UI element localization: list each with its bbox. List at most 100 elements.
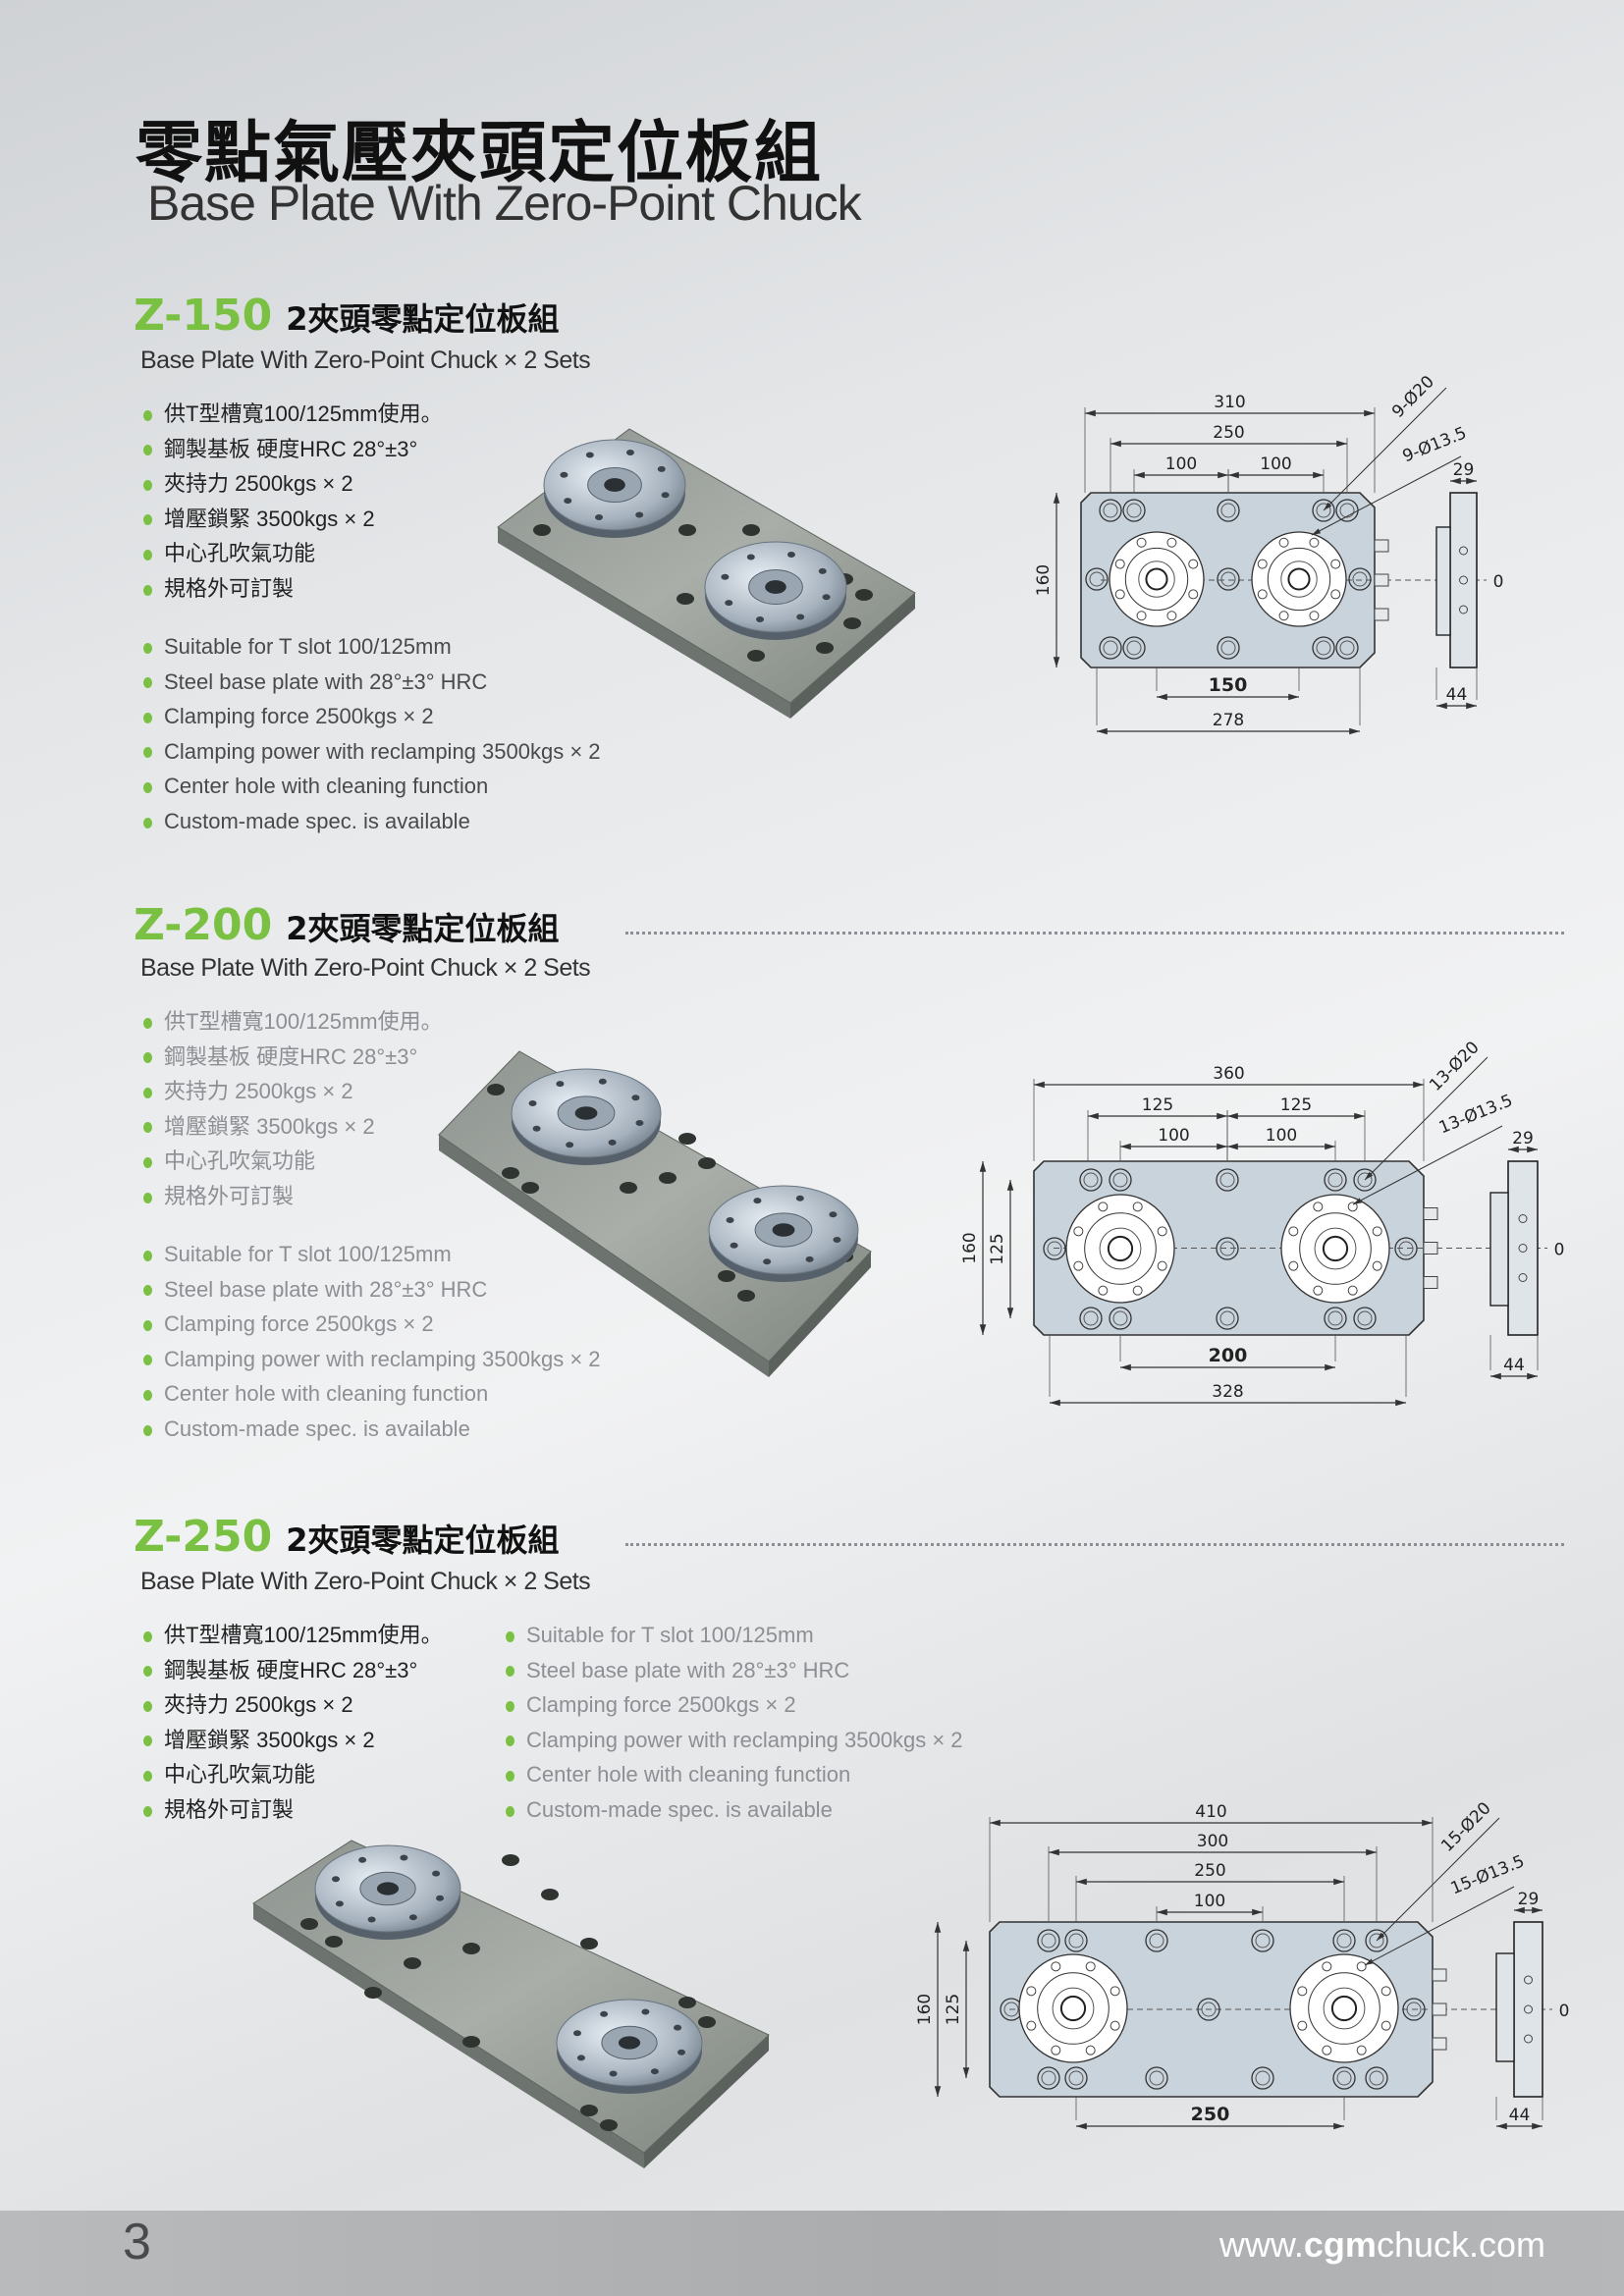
bolt-hole bbox=[816, 642, 834, 654]
bolt-hole-inner bbox=[1220, 571, 1236, 587]
chuck-screw bbox=[1297, 1986, 1308, 1997]
bolt-hole bbox=[1145, 1929, 1168, 1952]
feature-item: Suitable for T slot 100/125mm bbox=[143, 1237, 601, 1272]
leader-line bbox=[1323, 387, 1447, 511]
zero-reference-label: 0 bbox=[1554, 1241, 1565, 1260]
chuck-screw bbox=[805, 1255, 814, 1262]
chuck-screw bbox=[1188, 559, 1199, 569]
feature-item: Custom-made spec. is available bbox=[506, 1792, 963, 1828]
side-view-nut bbox=[1459, 546, 1468, 556]
chuck-ring bbox=[1124, 547, 1189, 612]
plate-side bbox=[253, 1903, 644, 2168]
dimension-label: 29 bbox=[1518, 1890, 1540, 1909]
bolt-hole bbox=[678, 1133, 696, 1145]
bolt-hole bbox=[1079, 1307, 1103, 1330]
website-url[interactable]: www.cgmchuck.com bbox=[1219, 2224, 1545, 2266]
model-code: Z-150 bbox=[134, 291, 273, 341]
bolt-hole-inner bbox=[1089, 571, 1105, 587]
bolt-hole-inner bbox=[1112, 1172, 1128, 1188]
bolt-hole bbox=[1348, 567, 1372, 591]
product-photo bbox=[252, 1840, 770, 2168]
bolt-hole bbox=[1216, 1307, 1239, 1330]
chuck-screw bbox=[1330, 559, 1341, 569]
chuck-screw bbox=[1136, 537, 1147, 548]
chuck-screw bbox=[829, 1211, 838, 1218]
chuck-screw bbox=[532, 1125, 541, 1132]
page-title-zh: 零點氣壓夾頭定位板組 bbox=[135, 115, 824, 192]
bolt-hole bbox=[678, 1997, 696, 2008]
chuck-ring bbox=[1084, 1212, 1157, 1285]
dimension-label: 100 bbox=[1260, 454, 1291, 474]
feature-item: 夾持力 2500kgs × 2 bbox=[143, 1074, 443, 1109]
bolt-hole bbox=[1217, 499, 1240, 522]
features-en: Suitable for T slot 100/125mm Steel base… bbox=[506, 1618, 963, 1828]
chuck-center-hole bbox=[376, 1882, 400, 1896]
bolt-hole bbox=[521, 1182, 539, 1194]
dimension-label: 250 bbox=[1213, 423, 1244, 443]
bolt-hole-inner bbox=[1112, 1310, 1128, 1326]
side-view-nut bbox=[1524, 2034, 1533, 2044]
section-heading: Z-200 2夾頭零點定位板組 bbox=[134, 900, 560, 950]
chuck-screw bbox=[746, 554, 755, 561]
bolt-hole-inner bbox=[1219, 1241, 1235, 1256]
leader-line bbox=[1364, 1886, 1515, 1966]
chuck-screw bbox=[358, 1856, 367, 1863]
product-photo bbox=[497, 428, 916, 719]
chuck-screw bbox=[756, 615, 765, 622]
chuck-screw bbox=[725, 600, 733, 607]
chuck-screw bbox=[1330, 589, 1341, 600]
bolt-hole bbox=[1217, 567, 1240, 591]
chuck-screw bbox=[631, 1095, 640, 1101]
leader-line bbox=[1364, 1056, 1489, 1181]
chuck-center-hole bbox=[618, 2036, 641, 2050]
air-fitting bbox=[1374, 539, 1389, 553]
bolt-hole-inner bbox=[1357, 1310, 1373, 1326]
feature-item: Clamping force 2500kgs × 2 bbox=[506, 1687, 963, 1723]
dimension-label: 278 bbox=[1213, 711, 1244, 730]
side-view-body bbox=[1449, 492, 1478, 668]
chuck-center-hole bbox=[765, 580, 786, 594]
bolt-hole bbox=[1324, 1168, 1347, 1192]
feature-item: Center hole with cleaning function bbox=[143, 769, 601, 804]
section-heading: Z-250 2夾頭零點定位板組 bbox=[134, 1512, 560, 1562]
bolt-hole-inner bbox=[1339, 640, 1355, 656]
chuck-screw bbox=[635, 511, 644, 518]
chuck-screw bbox=[1322, 2045, 1332, 2056]
chuck-screw bbox=[753, 1198, 762, 1204]
bolt-hole bbox=[1312, 499, 1335, 522]
chuck-screw bbox=[1347, 1285, 1358, 1296]
bolt-hole bbox=[855, 589, 873, 601]
bolt-hole bbox=[1365, 2066, 1388, 2090]
chuck-center-hole bbox=[574, 1106, 598, 1120]
plate-side bbox=[769, 1252, 871, 1377]
model-name-zh: 2夾頭零點定位板組 bbox=[286, 910, 560, 947]
plate-side bbox=[439, 1135, 769, 1377]
air-fitting bbox=[1423, 1276, 1438, 1289]
feature-item: Clamping power with reclamping 3500kgs ×… bbox=[143, 1342, 601, 1377]
bolt-hole bbox=[698, 1157, 716, 1169]
chuck-screw bbox=[721, 573, 730, 580]
chuck-screw bbox=[1380, 1986, 1391, 1997]
bolt-hole-inner bbox=[1336, 2070, 1352, 2086]
bolt-hole bbox=[541, 1889, 559, 1900]
bolt-hole bbox=[1251, 2066, 1274, 2090]
chuck-screw bbox=[1110, 2020, 1120, 2031]
section-subtitle: Base Plate With Zero-Point Chuck × 2 Set… bbox=[140, 347, 591, 374]
feature-item: Center hole with cleaning function bbox=[143, 1376, 601, 1412]
hole-callout: 13-Ø13.5 bbox=[1436, 1091, 1516, 1138]
feature-item: Steel base plate with 28°±3° HRC bbox=[506, 1653, 963, 1688]
bolt-hole-inner bbox=[1003, 2002, 1019, 2017]
hole-callout: 9-Ø20 bbox=[1388, 372, 1438, 422]
feature-item: 增壓鎖緊 3500kgs × 2 bbox=[143, 1109, 443, 1145]
feature-item: 規格外可訂製 bbox=[143, 571, 443, 607]
chuck-center-hole bbox=[1330, 1995, 1358, 2022]
bolt-hole-inner bbox=[1352, 571, 1368, 587]
bolt-hole bbox=[1332, 1929, 1356, 1952]
bolt-hole bbox=[678, 524, 696, 536]
side-view-nut bbox=[1518, 1244, 1528, 1253]
dotted-divider bbox=[625, 932, 1564, 934]
chuck-ring bbox=[1280, 561, 1318, 598]
chuck-screw bbox=[1098, 1201, 1109, 1212]
chuck-ring bbox=[1052, 1987, 1095, 2030]
